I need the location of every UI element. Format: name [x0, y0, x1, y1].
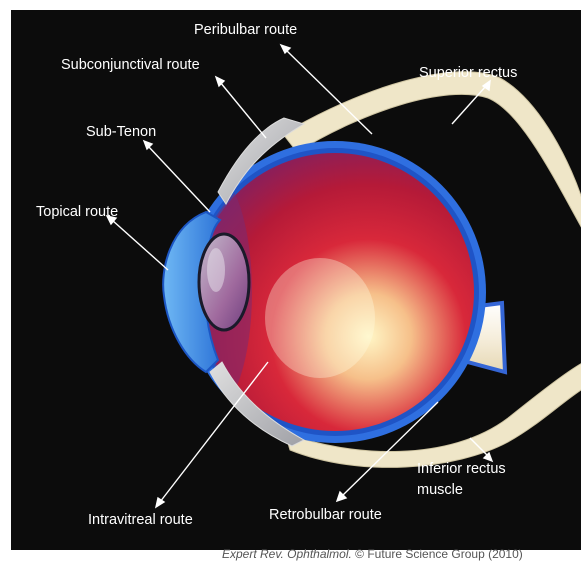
label-sub-tenon: Sub-Tenon — [86, 124, 156, 141]
arrow-subconjunctival — [220, 82, 266, 138]
credit-copyright: © Future Science Group (2010) — [352, 547, 523, 561]
label-retrobulbar-route: Retrobulbar route — [269, 507, 382, 524]
lens-highlight — [207, 248, 225, 292]
arrow-topical — [112, 220, 168, 270]
arrow-intravitreal — [160, 362, 268, 502]
label-intravitreal-route: Intravitreal route — [88, 512, 193, 529]
label-inferior-rectus-line2: muscle — [417, 482, 463, 499]
label-topical-route: Topical route — [36, 204, 118, 221]
vitreous-highlight — [265, 258, 375, 378]
label-superior-rectus: Superior rectus — [419, 65, 517, 82]
figure-credit: Expert Rev. Ophthalmol. © Future Science… — [222, 547, 523, 561]
label-subconjunctival-route: Subconjunctival route — [61, 57, 200, 74]
lens — [199, 234, 249, 330]
arrow-sub-tenon — [148, 146, 210, 212]
label-peribulbar-route: Peribulbar route — [194, 22, 297, 39]
credit-journal: Expert Rev. Ophthalmol. — [222, 547, 352, 561]
label-inferior-rectus-line1: Inferior rectus — [417, 461, 506, 478]
